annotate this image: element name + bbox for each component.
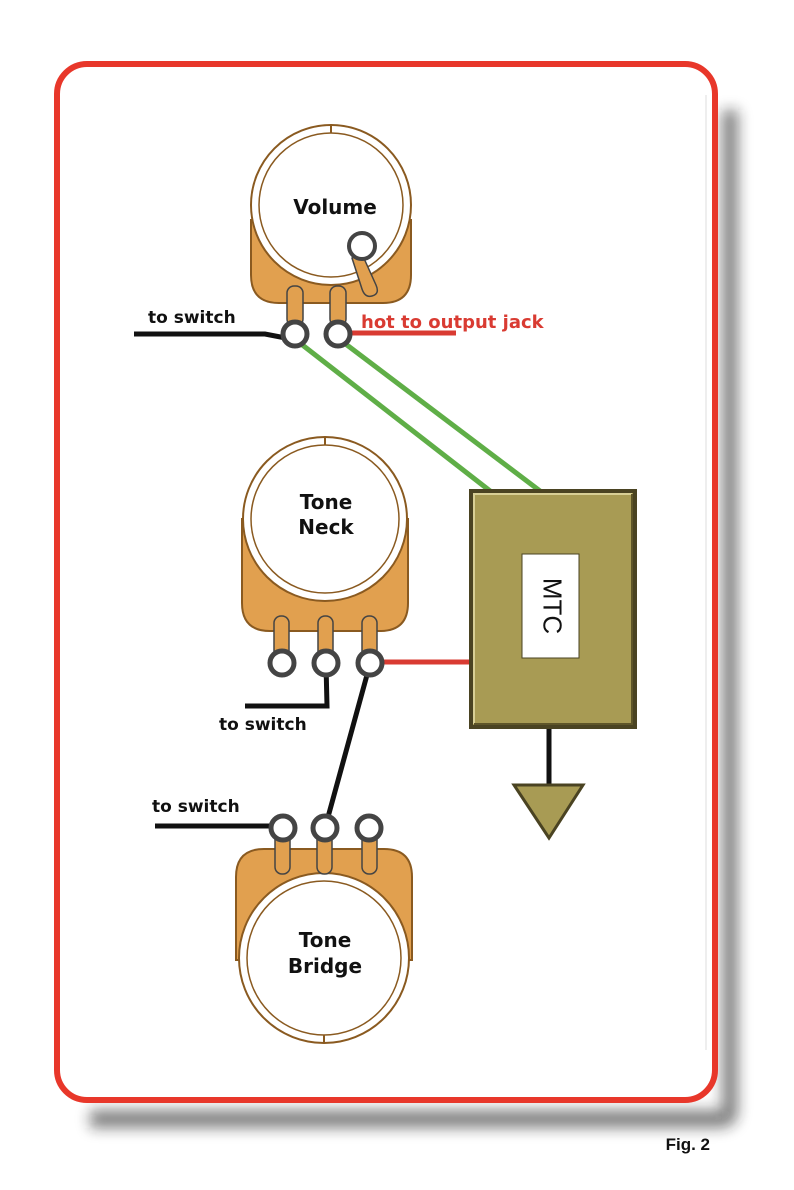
tone-neck-pot: Tone Neck xyxy=(241,436,409,678)
mtc-label: MTC xyxy=(538,578,568,634)
green-wire-2 xyxy=(337,337,546,496)
figure-caption: Fig. 2 xyxy=(665,1135,710,1154)
tone-bridge-lug-middle xyxy=(310,813,340,843)
tone-bridge-lug-right xyxy=(354,813,384,843)
volume-pot-tab xyxy=(351,253,379,298)
green-wire-1 xyxy=(294,338,496,496)
volume-pot: Volume xyxy=(250,124,412,349)
tone-neck-lug-middle xyxy=(311,648,341,678)
tone-bridge-label-line1: Tone xyxy=(299,928,352,952)
mtc-label-panel xyxy=(521,553,580,659)
wires xyxy=(134,330,546,829)
tone-bridge-pot: Tone Bridge xyxy=(235,813,413,1044)
volume-pot-label: Volume xyxy=(293,195,377,219)
tone-bridge-label-line2: Bridge xyxy=(288,954,362,978)
volume-lug-left xyxy=(280,319,310,349)
tone-neck-label-line2: Neck xyxy=(298,515,354,539)
ground-symbol xyxy=(511,729,586,841)
ground-triangle xyxy=(511,783,586,841)
neck-to-switch-label: to switch xyxy=(219,715,307,735)
neck-to-bridge-wire xyxy=(322,663,373,829)
volume-to-switch-label: to switch xyxy=(148,308,236,328)
neck-to-switch-wire xyxy=(245,663,330,709)
bridge-to-switch-label: to switch xyxy=(152,797,240,817)
tone-neck-lug-left xyxy=(267,648,297,678)
volume-lug-middle xyxy=(323,319,353,349)
tone-bridge-lug-left xyxy=(268,813,298,843)
tone-neck-label-line1: Tone xyxy=(300,490,353,514)
mtc-box: MTC xyxy=(469,489,637,729)
tone-neck-lug-right xyxy=(355,648,385,678)
hot-output-label: hot to output jack xyxy=(361,312,545,333)
